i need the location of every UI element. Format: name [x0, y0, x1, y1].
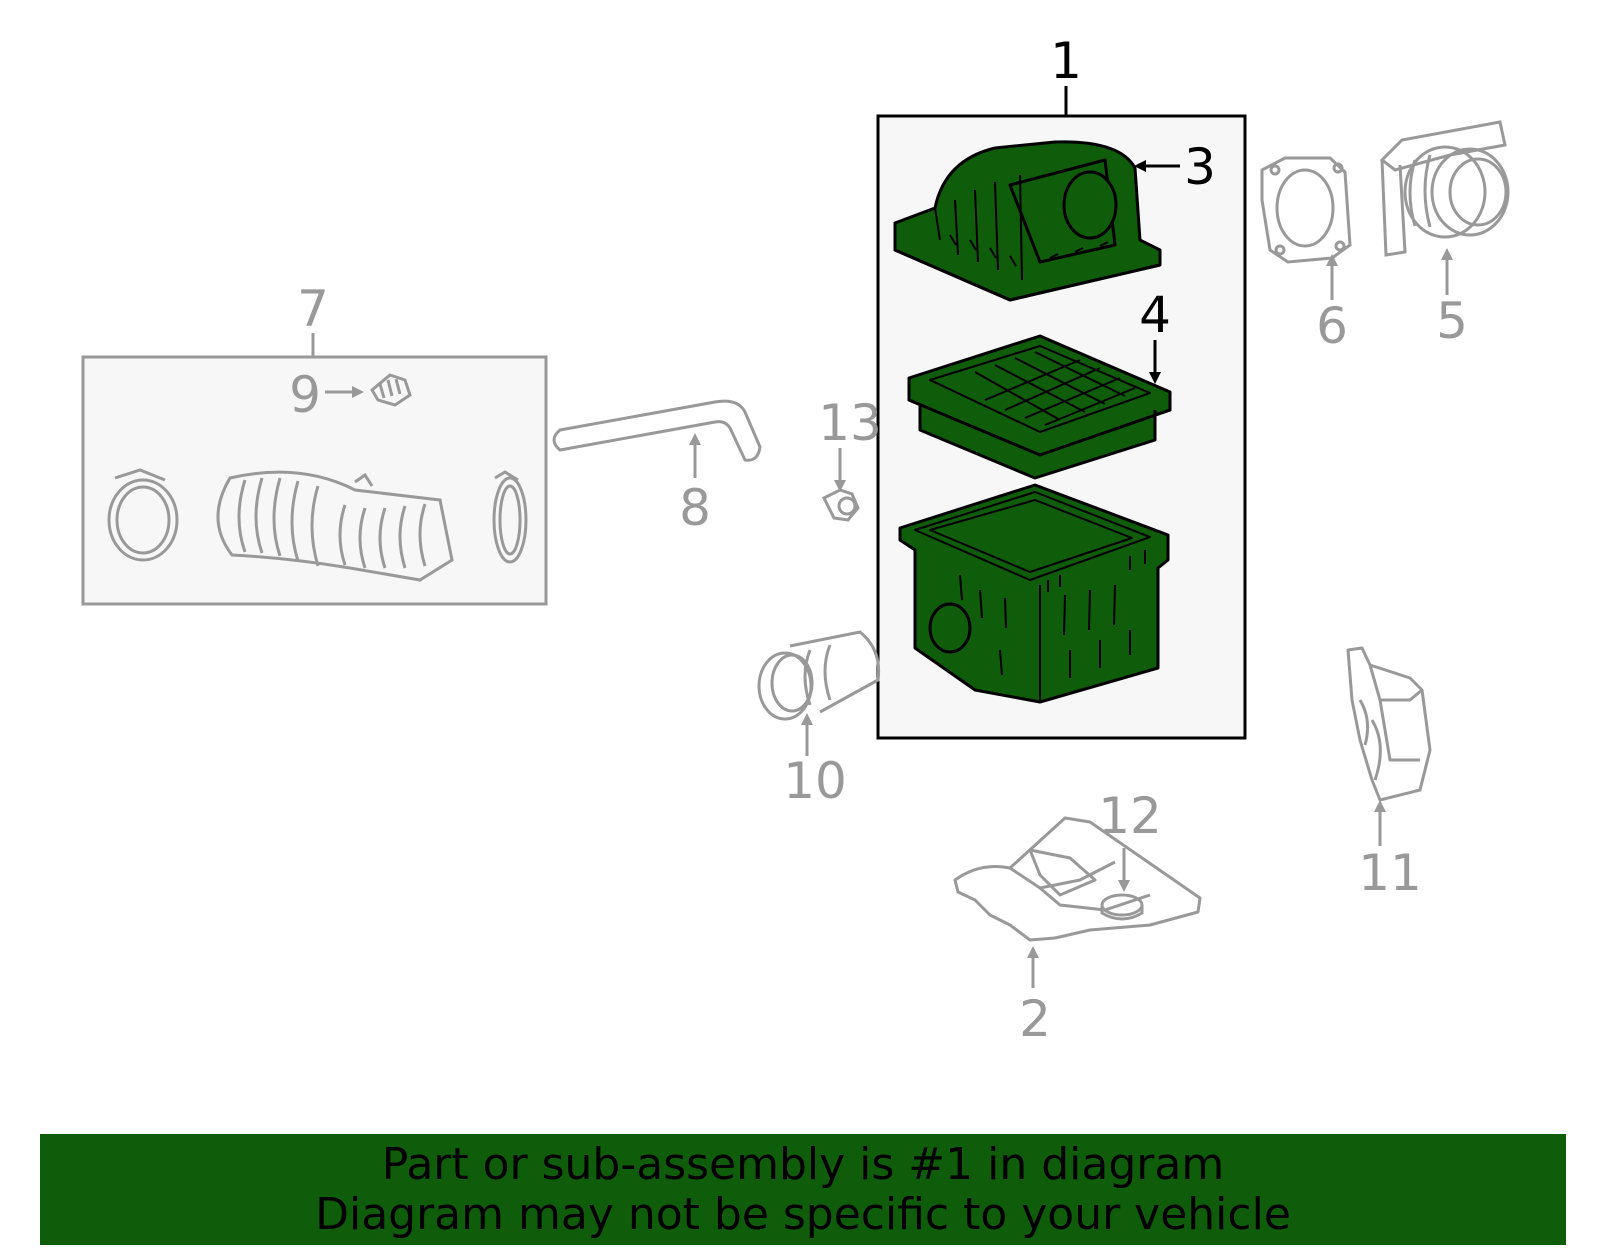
callout-9-label: 9: [289, 366, 321, 424]
air-duct-bracket: [1346, 646, 1432, 802]
callout-13-arrowhead: [834, 480, 846, 492]
air-cleaner-cover: [893, 140, 1162, 302]
callout-12-arrowhead: [1118, 880, 1130, 892]
banner-line-2: Diagram may not be specific to your vehi…: [315, 1188, 1291, 1240]
retainer-clip: [821, 488, 860, 522]
callout-3-arrowhead: [1134, 160, 1146, 172]
callout-2-arrowhead: [1027, 946, 1039, 958]
callout-3-label: 3: [1184, 138, 1216, 196]
air-filter-element: [907, 334, 1172, 480]
grommet: [1100, 893, 1144, 921]
callout-9-arrowhead: [352, 386, 364, 398]
callout-1-label: 1: [1050, 32, 1082, 90]
sensor-fitting: [370, 373, 412, 407]
callout-10-label: 10: [783, 752, 847, 810]
callout-2-label: 2: [1019, 990, 1051, 1048]
callout-5-arrowhead: [1441, 248, 1453, 260]
inlet-elbow: [757, 630, 881, 721]
callout-10-arrowhead: [801, 713, 813, 725]
hose-clamp-left: [107, 468, 179, 562]
air-cleaner-lower-housing: [898, 483, 1170, 704]
throttle-gasket: [1260, 156, 1352, 264]
breather-tube: [552, 399, 762, 462]
mass-airflow-sensor: [1379, 120, 1510, 257]
banner-line-1: Part or sub-assembly is #1 in diagram: [381, 1138, 1225, 1190]
callout-7-label: 7: [297, 280, 329, 338]
callout-4-arrowhead: [1149, 372, 1161, 384]
callout-12-label: 12: [1098, 787, 1162, 845]
callout-11-arrowhead: [1374, 800, 1386, 812]
callout-13-label: 13: [818, 394, 882, 452]
callout-6-label: 6: [1316, 297, 1348, 355]
callout-11-label: 11: [1358, 844, 1422, 902]
info-banner: Part or sub-assembly is #1 in diagram Di…: [40, 1134, 1566, 1245]
callout-4-label: 4: [1139, 286, 1171, 344]
air-cleaner-tray: [953, 816, 1202, 942]
hose-clamp-right: [492, 470, 528, 564]
callout-6-arrowhead: [1326, 254, 1338, 266]
callout-8-label: 8: [679, 479, 711, 537]
intake-duct: [216, 470, 454, 582]
callout-5-label: 5: [1436, 292, 1468, 350]
callout-8-arrowhead: [689, 433, 701, 445]
